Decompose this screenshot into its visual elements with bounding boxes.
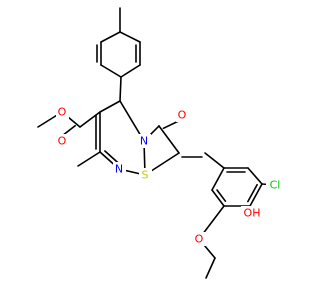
ketone-oxygen-label: O: [178, 109, 187, 122]
molecule-structure: O O N N O S Cl OH O: [37, 7, 284, 279]
bond: [247, 167, 263, 185]
bond: [158, 125, 180, 154]
bond: [77, 151, 101, 167]
bond: [247, 183, 258, 203]
imine-nitrogen-label: N: [115, 163, 123, 176]
bond: [211, 189, 225, 207]
ethoxy-oxygen-label: O: [195, 233, 204, 246]
bond: [204, 152, 225, 169]
bond: [216, 189, 227, 202]
ring-nitrogen-label: N: [140, 135, 148, 148]
bond: [100, 64, 122, 78]
bond: [100, 31, 121, 43]
hydroxyl-label: OH: [244, 207, 261, 220]
bond: [79, 111, 101, 128]
bond: [120, 64, 141, 78]
thiazole-sulfur-label: S: [142, 169, 149, 182]
bond: [249, 183, 263, 207]
bond: [211, 167, 225, 191]
molecule-drawing: O O N N O S Cl OH O: [37, 7, 284, 279]
chlorine-label: Cl: [270, 179, 281, 192]
atom-label-layer: O O N N O S Cl OH O: [56, 105, 284, 246]
ester-methoxy-oxygen-label: O: [58, 106, 67, 119]
bond: [119, 76, 122, 102]
bond: [205, 257, 216, 279]
bond-layer: [37, 7, 276, 279]
bond: [104, 150, 121, 165]
bond: [99, 100, 121, 113]
bond: [119, 31, 141, 43]
ester-carbonyl-oxygen-label: O: [58, 135, 67, 148]
